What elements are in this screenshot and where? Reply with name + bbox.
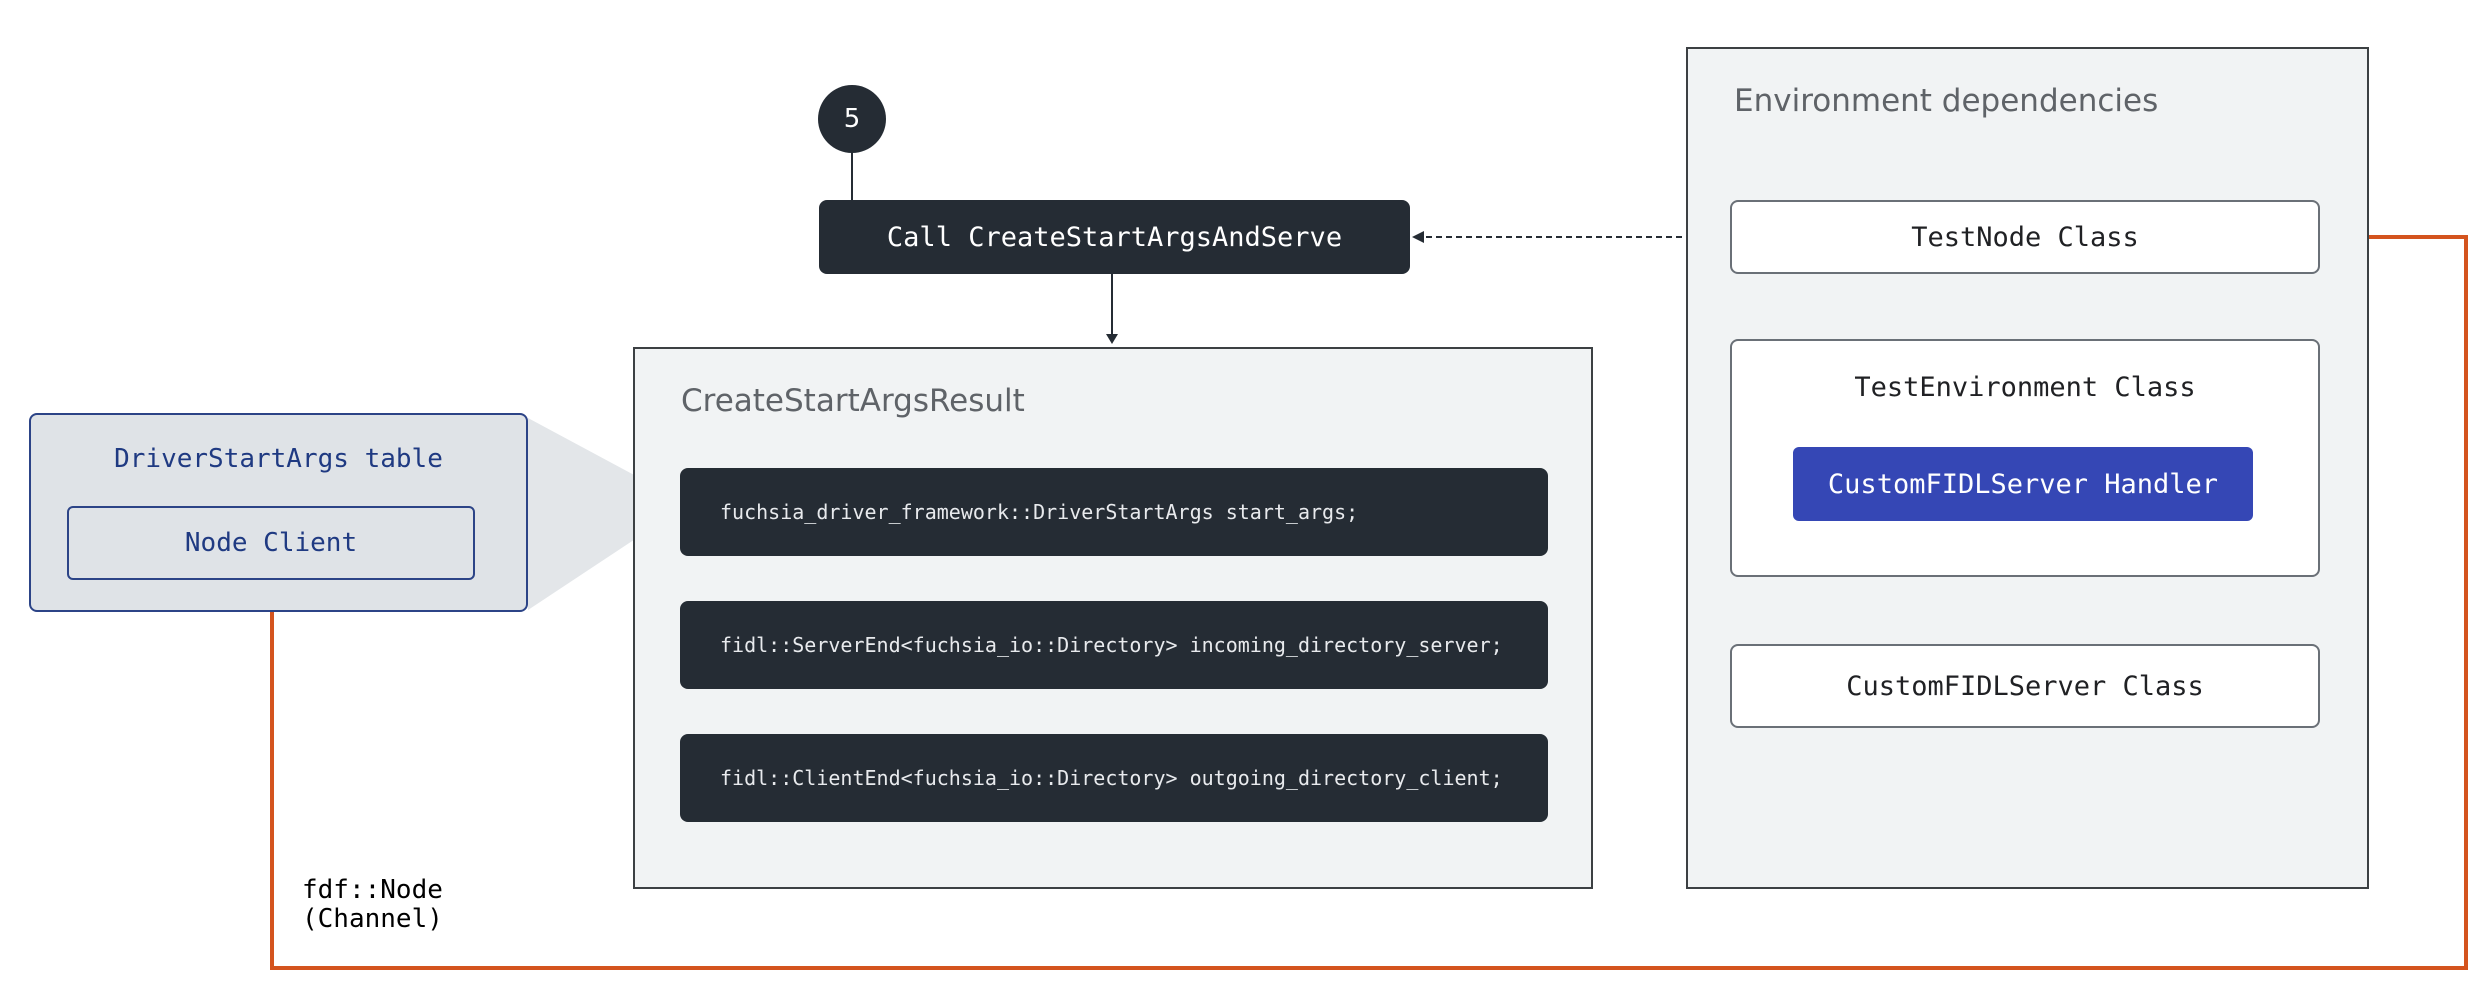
result-panel-title: CreateStartArgsResult <box>681 383 1025 419</box>
node-client-box: Node Client <box>67 506 475 580</box>
call-box-label: Call CreateStartArgsAndServe <box>886 221 1343 253</box>
driver-start-args-title: DriverStartArgs table <box>114 444 443 474</box>
custom-server-label: CustomFIDLServer Class <box>1846 670 2204 702</box>
step-number: 5 <box>843 104 861 134</box>
code-line-text: fidl::ClientEnd<fuchsia_io::Directory> o… <box>720 766 1503 790</box>
handler-label: CustomFIDLServer Handler <box>1827 468 2219 500</box>
code-line-incoming-directory: fidl::ServerEnd<fuchsia_io::Directory> i… <box>680 601 1548 689</box>
custom-fidl-server-handler-box: CustomFIDLServer Handler <box>1793 447 2253 521</box>
test-environment-label: TestEnvironment Class <box>1854 371 2196 403</box>
call-create-start-args-box: Call CreateStartArgsAndServe <box>819 200 1410 274</box>
testnode-to-call-arrowhead <box>1412 231 1424 243</box>
step-badge: 5 <box>818 85 886 153</box>
channel-label: fdf::Node (Channel) <box>302 875 443 934</box>
test-node-label: TestNode Class <box>1911 221 2139 253</box>
node-client-label: Node Client <box>184 528 358 558</box>
callout-wedge <box>528 418 688 610</box>
code-line-outgoing-directory: fidl::ClientEnd<fuchsia_io::Directory> o… <box>680 734 1548 822</box>
code-line-text: fuchsia_driver_framework::DriverStartArg… <box>720 500 1359 524</box>
code-line-start-args: fuchsia_driver_framework::DriverStartArg… <box>680 468 1548 556</box>
custom-fidl-server-class-box: CustomFIDLServer Class <box>1730 644 2320 728</box>
call-to-result-arrowhead <box>1106 334 1118 344</box>
code-line-text: fidl::ServerEnd<fuchsia_io::Directory> i… <box>720 633 1503 657</box>
environment-panel-title: Environment dependencies <box>1734 83 2159 119</box>
test-node-class-box: TestNode Class <box>1730 200 2320 274</box>
